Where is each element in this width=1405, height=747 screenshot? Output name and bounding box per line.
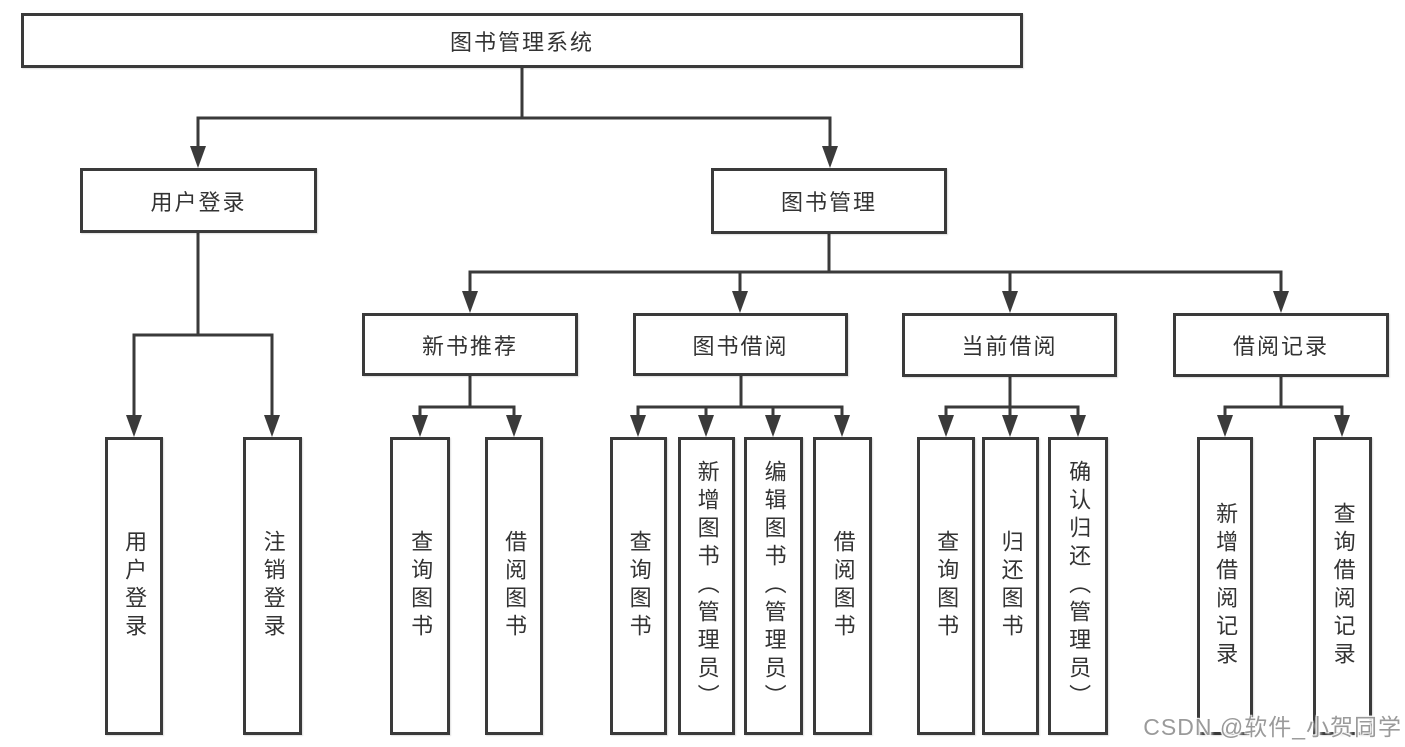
leaf-logout: 注销登录 bbox=[243, 437, 302, 735]
leaf-user-login: 用户登录 bbox=[105, 437, 163, 735]
connector-borrow-records bbox=[1217, 375, 1350, 437]
leaf-logout-label: 注销登录 bbox=[260, 530, 286, 642]
leaf-borrow-books-newbook-label: 借阅图书 bbox=[502, 530, 528, 642]
leaf-query-borrow-record-label: 查询借阅记录 bbox=[1330, 502, 1356, 670]
leaf-edit-books-admin: 编辑图书（管理员） bbox=[744, 437, 803, 735]
node-library-system: 图书管理系统 bbox=[21, 13, 1023, 68]
node-borrow-records: 借阅记录 bbox=[1173, 313, 1389, 377]
leaf-query-books-newbook: 查询图书 bbox=[390, 437, 450, 735]
leaf-return-books-label: 归还图书 bbox=[998, 530, 1024, 642]
csdn-watermark: CSDN @软件_小贺同学 bbox=[1143, 714, 1402, 740]
node-new-book-recommend: 新书推荐 bbox=[362, 313, 578, 376]
leaf-return-books: 归还图书 bbox=[982, 437, 1039, 735]
leaf-query-books-borrow-label: 查询图书 bbox=[626, 530, 652, 642]
leaf-add-borrow-record: 新增借阅记录 bbox=[1197, 437, 1253, 735]
node-user-login: 用户登录 bbox=[80, 168, 317, 233]
node-current-borrow: 当前借阅 bbox=[902, 313, 1117, 377]
node-book-management: 图书管理 bbox=[711, 168, 947, 234]
leaf-borrow-books-label: 借阅图书 bbox=[830, 530, 856, 642]
connector-new-book bbox=[412, 374, 522, 437]
leaf-borrow-books-newbook: 借阅图书 bbox=[485, 437, 543, 735]
leaf-confirm-return-admin: 确认归还（管理员） bbox=[1048, 437, 1108, 735]
leaf-add-borrow-record-label: 新增借阅记录 bbox=[1213, 502, 1239, 670]
leaf-add-books-admin-label: 新增图书（管理员） bbox=[694, 460, 720, 712]
leaf-query-books-current: 查询图书 bbox=[917, 437, 975, 735]
leaf-edit-books-admin-label: 编辑图书（管理员） bbox=[761, 460, 787, 712]
leaf-add-books-admin: 新增图书（管理员） bbox=[678, 437, 735, 735]
connector-root bbox=[190, 66, 838, 168]
leaf-borrow-books: 借阅图书 bbox=[813, 437, 872, 735]
leaf-query-books-borrow: 查询图书 bbox=[610, 437, 667, 735]
leaf-query-books-newbook-label: 查询图书 bbox=[408, 530, 434, 642]
connector-book-borrow bbox=[630, 374, 850, 437]
leaf-user-login-label: 用户登录 bbox=[122, 530, 148, 642]
connector-book-mgmt bbox=[462, 232, 1289, 313]
leaf-confirm-return-admin-label: 确认归还（管理员） bbox=[1066, 460, 1092, 712]
leaf-query-books-current-label: 查询图书 bbox=[934, 530, 960, 642]
leaf-query-borrow-record: 查询借阅记录 bbox=[1313, 437, 1372, 735]
connector-current-borrow bbox=[938, 375, 1086, 437]
node-book-borrow: 图书借阅 bbox=[633, 313, 848, 376]
connector-user-login bbox=[126, 231, 280, 437]
